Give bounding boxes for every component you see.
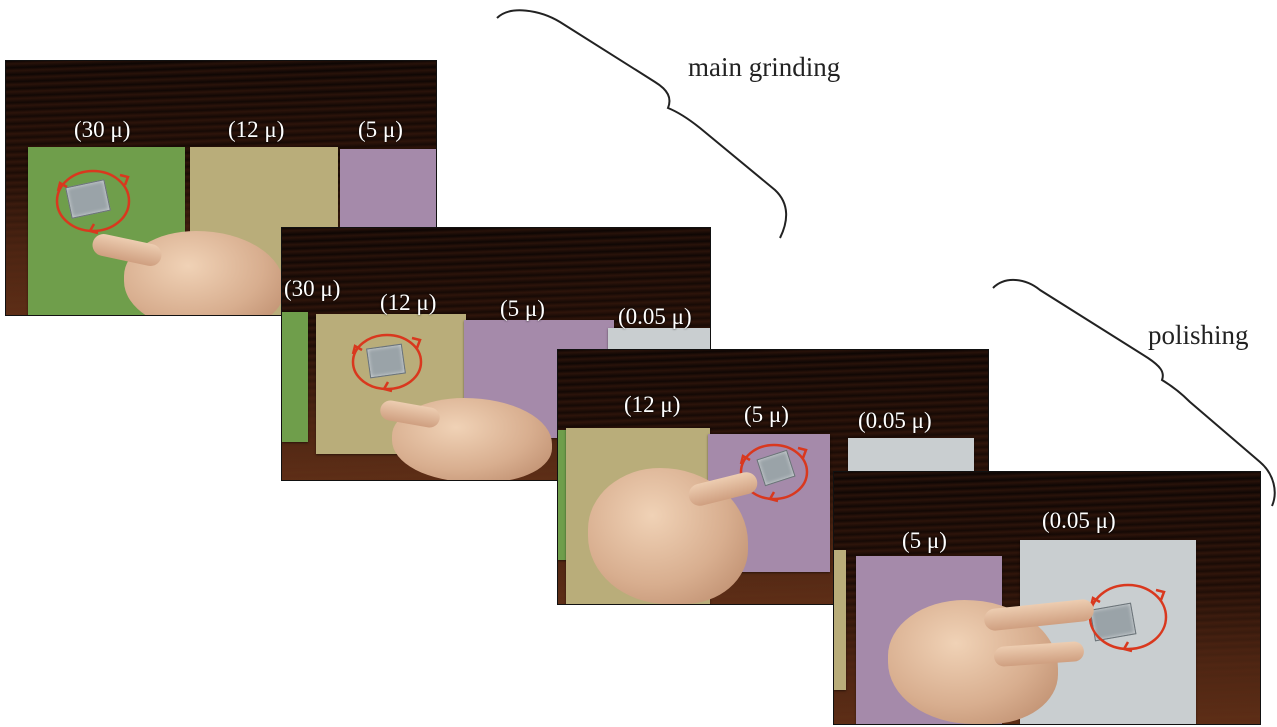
polishing-brace (992, 279, 1276, 507)
grit-label: (12 μ) (228, 117, 285, 142)
grit-label: (5 μ) (358, 117, 403, 142)
main-grinding-label: main grinding (688, 52, 841, 82)
grit-label: (30 μ) (284, 276, 341, 301)
grit-label: (12 μ) (380, 290, 437, 315)
main-grinding-brace (496, 9, 788, 239)
paper-12-micron (834, 550, 846, 690)
grit-label: (5 μ) (500, 296, 545, 321)
grit-label: (0.05 μ) (618, 304, 692, 329)
photo-step-4: (5 μ) (0.05 μ) (834, 472, 1260, 724)
paper-30-micron (282, 312, 308, 442)
grit-label: (30 μ) (74, 117, 131, 142)
circular-motion-arrows-icon (351, 333, 423, 393)
grit-label: (5 μ) (744, 402, 789, 427)
polishing-label: polishing (1148, 320, 1249, 350)
grit-label: (5 μ) (902, 528, 947, 553)
circular-motion-arrows-icon (55, 169, 131, 235)
grit-label: (0.05 μ) (858, 408, 932, 433)
grit-label: (0.05 μ) (1042, 508, 1116, 533)
circular-motion-arrows-icon (1088, 583, 1168, 653)
grit-label: (12 μ) (624, 392, 681, 417)
